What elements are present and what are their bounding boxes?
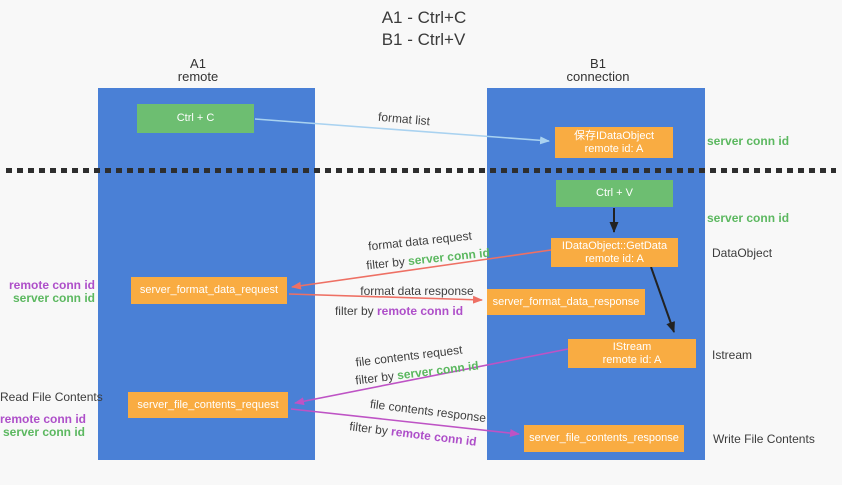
remote-conn-id-text: remote conn id <box>377 304 464 318</box>
node-ctrl-c-label: Ctrl + C <box>176 112 215 124</box>
arrow-getdata-to-istream <box>650 266 675 333</box>
title-line-2: B1 - Ctrl+V <box>381 30 466 49</box>
label-server-conn-id-left-top: server conn id <box>12 291 95 305</box>
label-server-conn-id-right-mid: server conn id <box>707 211 790 225</box>
arrow-format-list <box>254 118 550 145</box>
label-format-data-response: format data response <box>360 284 474 298</box>
arrow-file-contents-request <box>294 348 569 406</box>
node-server-format-data-response: server_format_data_response <box>487 289 645 315</box>
node-idataobject-getdata-line2: remote id: A <box>585 252 644 265</box>
clipboard-boundary-dashed-line <box>6 168 836 173</box>
node-server-file-contents-response-label: server_file_contents_response <box>529 432 679 444</box>
label-block-conn-ids-bottom: remote conn id server conn id <box>0 412 87 439</box>
filter-by-text: filter by <box>334 304 374 318</box>
node-server-format-data-request: server_format_data_request <box>131 277 287 304</box>
node-istream: IStream remote id: A <box>568 339 696 368</box>
column-header-a1: A1 remote <box>178 57 218 83</box>
label-filter-by-remote-conn-id-1: filter by remote conn id <box>335 304 463 318</box>
label-remote-conn-id-left-bottom: remote conn id <box>0 412 87 426</box>
column-b1-id: B1 <box>590 56 606 71</box>
arrow-format-data-request <box>291 249 552 290</box>
column-header-b1: B1 connection <box>567 57 630 83</box>
node-save-idataobject-line2: remote id: A <box>584 142 644 155</box>
node-istream-line1: IStream <box>612 340 652 353</box>
node-server-format-data-request-label: server_format_data_request <box>139 284 279 296</box>
diagram-title: A1 - Ctrl+C B1 - Ctrl+V <box>0 7 842 51</box>
column-a1-role: remote <box>177 69 219 84</box>
node-server-file-contents-request-label: server_file_contents_request <box>137 398 279 411</box>
label-server-conn-id-right-top: server conn id <box>707 134 790 148</box>
node-idataobject-getdata: IDataObject::GetData remote id: A <box>551 238 678 267</box>
arrow-file-contents-response <box>290 408 520 437</box>
label-write-file-contents: Write File Contents <box>713 432 815 446</box>
node-istream-line2: remote id: A <box>602 353 662 366</box>
node-save-idataobject-line1: 保存IDataObject <box>573 129 655 142</box>
column-a1-id: A1 <box>190 56 206 71</box>
node-idataobject-getdata-line1: IDataObject::GetData <box>561 239 668 252</box>
node-server-file-contents-request: server_file_contents_request <box>128 392 288 418</box>
node-ctrl-v: Ctrl + V <box>556 180 673 207</box>
node-save-idataobject: 保存IDataObject remote id: A <box>555 127 673 158</box>
arrow-format-data-response <box>288 293 483 304</box>
node-server-format-data-response-label: server_format_data_response <box>492 295 640 308</box>
label-block-conn-ids-top: remote conn id server conn id <box>0 279 95 305</box>
label-istream: Istream <box>712 348 753 362</box>
column-b1-role: connection <box>566 69 630 84</box>
label-read-file-contents: Read File Contents <box>0 390 103 404</box>
label-dataobject: DataObject <box>712 246 773 260</box>
label-remote-conn-id-left-top: remote conn id <box>8 278 95 292</box>
title-line-1: A1 - Ctrl+C <box>381 8 467 27</box>
node-ctrl-v-label: Ctrl + V <box>596 187 633 199</box>
label-server-conn-id-left-bottom: server conn id <box>2 425 85 439</box>
node-server-file-contents-response: server_file_contents_response <box>524 425 684 452</box>
node-ctrl-c: Ctrl + C <box>137 104 254 133</box>
